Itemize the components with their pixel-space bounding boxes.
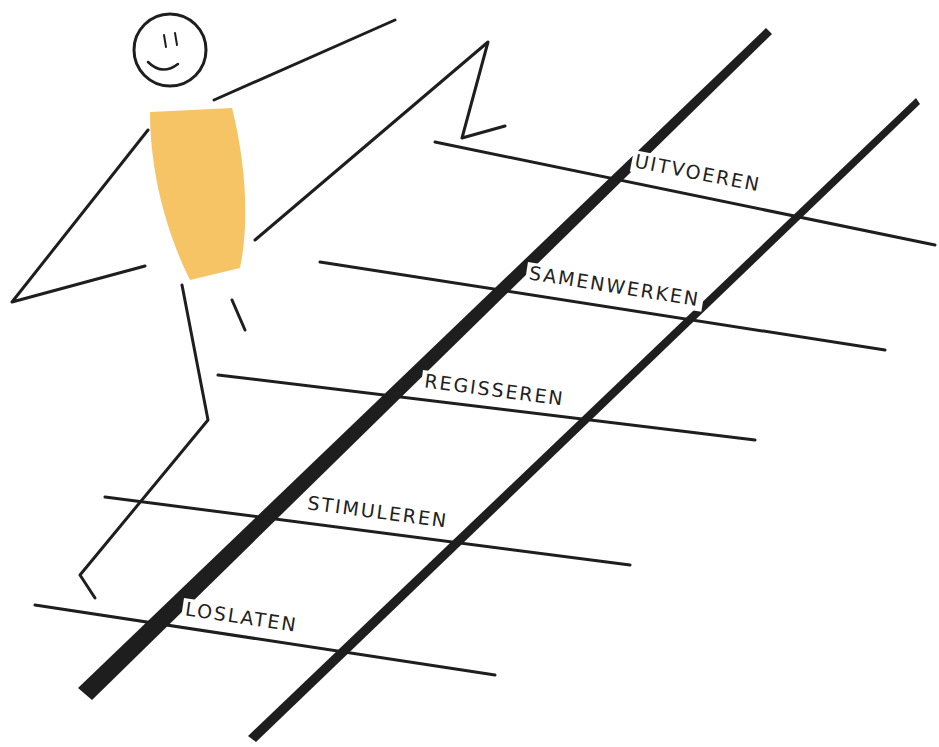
figure-arm [214, 20, 395, 100]
figure-head [134, 14, 206, 86]
figure-leg [232, 300, 245, 330]
figure-arm [255, 42, 505, 240]
figure-smile [148, 62, 178, 70]
figure-eyes [164, 33, 177, 47]
figure-leg [80, 285, 208, 598]
ladder-rails [78, 28, 920, 742]
ladder-rungs [35, 142, 935, 675]
figure [12, 14, 505, 598]
figure-body [150, 108, 245, 280]
ladder-rail [78, 28, 772, 700]
ladder-rung [320, 262, 885, 350]
step-label: REGISSEREN [420, 370, 569, 411]
step-label: UITVOEREN [630, 150, 766, 197]
ladder-rung [435, 142, 935, 245]
step-label: SAMENWERKEN [525, 262, 705, 312]
figure-arm [12, 130, 148, 302]
